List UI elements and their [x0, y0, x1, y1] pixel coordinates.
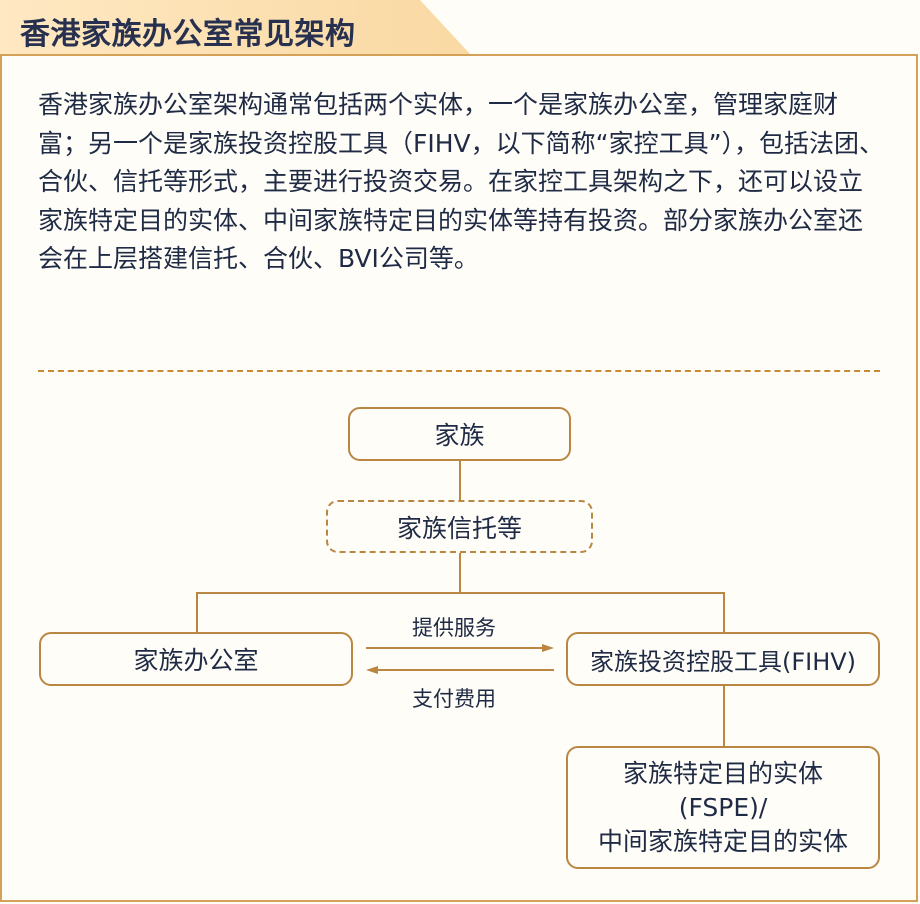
header-tab — [0, 0, 470, 54]
fspe-node: 家族特定目的实体 (FSPE)/ 中间家族特定目的实体 — [566, 746, 880, 869]
trust-node-label: 家族信托等 — [396, 513, 522, 543]
family-office-node-label: 家族办公室 — [133, 646, 259, 675]
fspe-node-line3: 中间家族特定目的实体 — [597, 826, 848, 856]
connector-fihv-fspe — [723, 684, 725, 748]
intro-paragraph: 香港家族办公室架构通常包括两个实体，一个是家族办公室，管理家庭财富；另一个是家族… — [38, 90, 885, 273]
arrow-provide-service — [366, 644, 554, 652]
fspe-node-line1: 家族特定目的实体 — [622, 758, 823, 788]
fihv-node: 家族投资控股工具(FIHV) — [566, 632, 880, 686]
connector-to-fihv — [723, 592, 725, 634]
family-office-node: 家族办公室 — [39, 632, 353, 686]
fihv-node-label: 家族投资控股工具(FIHV) — [589, 647, 857, 676]
connector-trust-down — [459, 551, 461, 593]
connector-to-office — [196, 592, 198, 634]
section-divider — [38, 370, 880, 372]
arrow-pay-fees — [366, 666, 554, 674]
family-node-label: 家族 — [434, 421, 485, 450]
connector-family-trust — [459, 459, 461, 501]
pay-fees-label: 支付费用 — [412, 687, 496, 711]
fspe-node-line2: (FSPE)/ — [678, 792, 768, 822]
provide-service-label: 提供服务 — [412, 616, 496, 640]
connector-horizontal — [196, 592, 725, 594]
family-node: 家族 — [348, 407, 571, 461]
trust-node: 家族信托等 — [326, 500, 593, 553]
page-title: 香港家族办公室常见架构 — [20, 17, 356, 52]
